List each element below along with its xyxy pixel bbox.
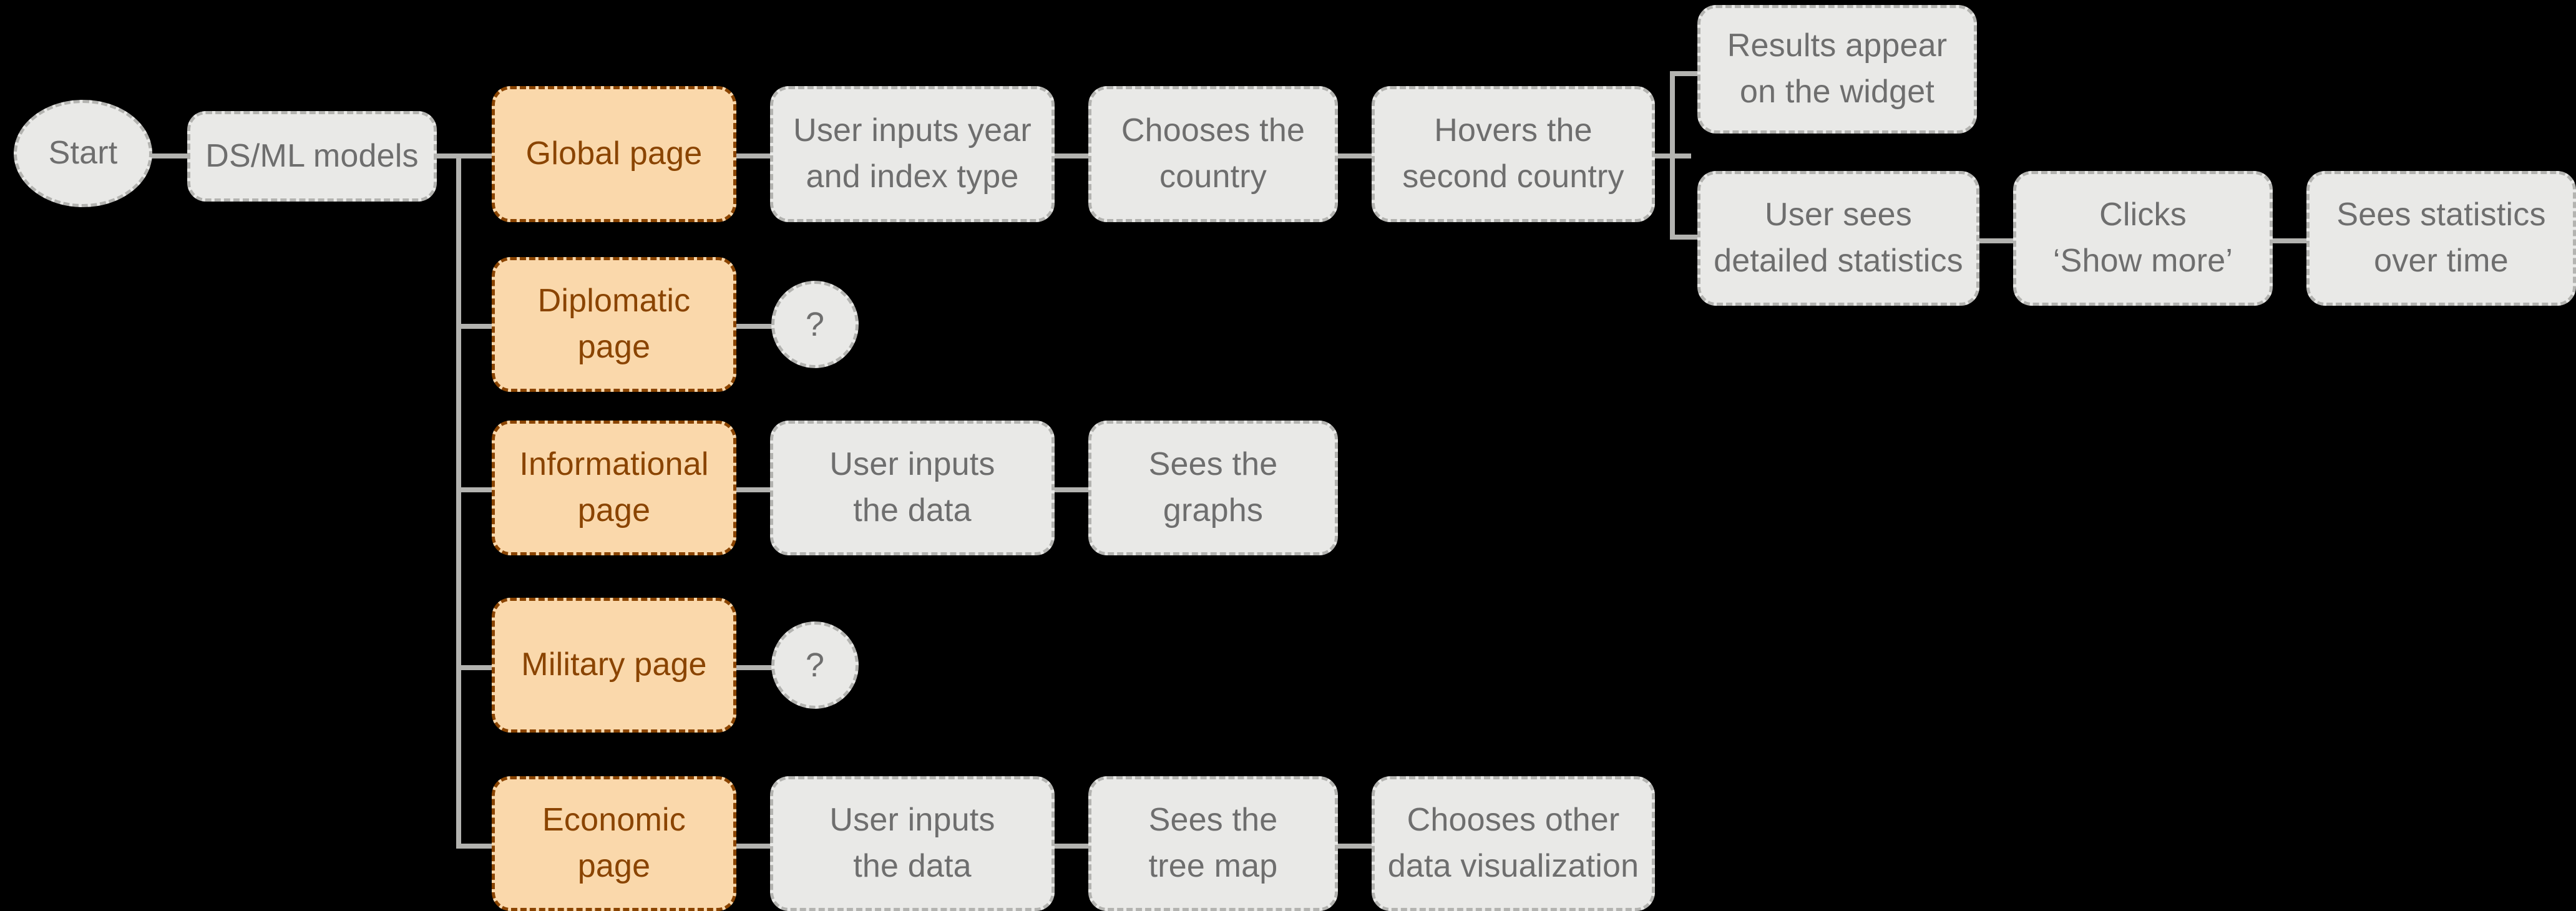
edge-trunk-to-economic: [456, 844, 494, 849]
node-econ-user-inputs-data[interactable]: User inputs the data: [770, 776, 1055, 911]
node-user-inputs-year[interactable]: User inputs year and index type: [770, 86, 1055, 222]
edge-dsml-to-global: [436, 153, 493, 158]
edge-inputs-to-treemap: [1052, 844, 1088, 849]
node-econ-chooses-other[interactable]: Chooses other data visualization: [1372, 776, 1655, 911]
node-start[interactable]: Start: [14, 100, 152, 207]
node-military-unknown[interactable]: ?: [771, 621, 859, 709]
node-info-sees-graphs[interactable]: Sees the graphs: [1088, 421, 1338, 555]
edge-split-to-userstats: [1670, 235, 1700, 240]
node-results-appear[interactable]: Results appear on the widget: [1697, 5, 1977, 134]
edge-trunk-to-informational: [456, 487, 494, 492]
edge-split-vertical: [1670, 71, 1675, 240]
node-informational-page[interactable]: Informational page: [492, 421, 736, 555]
edge-military-to-unknown: [734, 665, 773, 670]
node-military-page[interactable]: Military page: [492, 598, 736, 733]
node-hovers-second-country[interactable]: Hovers the second country: [1372, 86, 1655, 222]
node-global-page[interactable]: Global page: [492, 86, 736, 222]
edge-inputs-to-graphs: [1052, 487, 1088, 492]
edge-split-to-results: [1670, 71, 1700, 76]
node-econ-sees-tree-map[interactable]: Sees the tree map: [1088, 776, 1338, 911]
node-clicks-show-more[interactable]: Clicks ‘Show more’: [2013, 171, 2273, 306]
node-user-sees-statistics[interactable]: User sees detailed statistics: [1697, 171, 1979, 306]
edge-start-to-dsml: [151, 153, 190, 158]
edge-chooses-to-hovers: [1335, 153, 1372, 158]
edge-userinputs-to-chooses: [1052, 153, 1088, 158]
edge-trunk-to-military: [456, 665, 494, 670]
node-sees-statistics-over-time[interactable]: Sees statistics over time: [2306, 171, 2576, 306]
node-info-user-inputs-data[interactable]: User inputs the data: [770, 421, 1055, 555]
node-diplomatic-page[interactable]: Diplomatic page: [492, 257, 736, 392]
node-economic-page[interactable]: Economic page: [492, 776, 736, 911]
node-chooses-country[interactable]: Chooses the country: [1088, 86, 1338, 222]
edge-economic-to-inputs: [734, 844, 770, 849]
edge-diplomatic-to-unknown: [734, 324, 773, 329]
node-ds-ml-models[interactable]: DS/ML models: [187, 111, 437, 202]
edge-informational-to-inputs: [734, 487, 770, 492]
edge-showmore-to-overtime: [2270, 238, 2306, 243]
edge-treemap-to-other: [1335, 844, 1372, 849]
edge-branch-trunk: [456, 156, 461, 849]
node-diplomatic-unknown[interactable]: ?: [771, 281, 859, 368]
edge-global-to-userinputs: [734, 153, 770, 158]
edge-userstats-to-showmore: [1977, 238, 2013, 243]
edge-trunk-to-diplomatic: [456, 324, 494, 329]
